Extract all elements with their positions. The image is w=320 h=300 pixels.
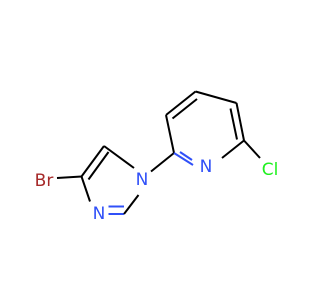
bond-c3-c4-double [171,98,198,120]
chemical-structure-diagram: Br N N N Cl [0,0,300,300]
bond-c4-br [56,175,82,179]
bond-c4-n3 [80,176,91,202]
pyridine-ring [165,90,245,166]
bromine-label: Br [35,171,54,191]
bond-c2-c3 [165,114,175,154]
bond-n1-c2-double [179,151,193,161]
bond-c5-c4-double [87,151,110,181]
chlorine-label: Cl [262,160,279,180]
diagram-background [0,0,300,300]
pyridine-nitrogen-label: N [200,157,213,177]
imidazole-nitrogen-3-label: N [93,204,106,224]
bond-n1-c5 [103,145,135,169]
bond-n1-c2 [173,152,194,166]
bond-c3-c4 [165,90,197,116]
imidazole-nitrogen-1-label: N [136,170,149,190]
bond-c5-c6 [235,102,245,141]
bond-c5-c4 [80,145,105,178]
bond-imidazole-pyridine [150,152,175,173]
bond-c5-c6-double [229,108,238,140]
bond-c4-c5 [195,90,237,104]
imidazole-ring [80,145,140,215]
bond-c2-n1 [123,194,140,215]
bond-c6-n1 [221,139,245,159]
bond-c6-cl [243,139,261,159]
